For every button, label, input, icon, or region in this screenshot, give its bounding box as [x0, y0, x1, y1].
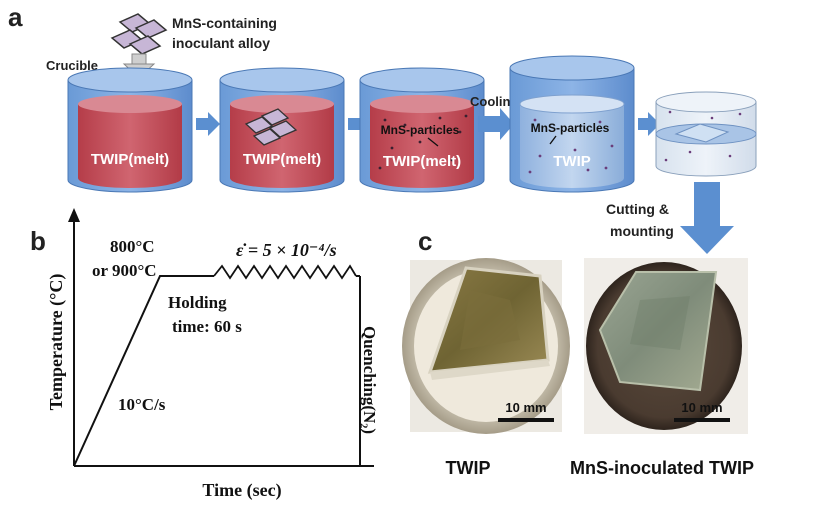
holding-label-line2: time: 60 s [172, 317, 242, 336]
cutting-arrow-icon [680, 182, 734, 254]
inoculant-label-line2: inoculant alloy [172, 35, 270, 51]
crucible-4 [509, 55, 635, 193]
scale-label-1: 10 mm [505, 400, 546, 415]
crucible-3 [359, 67, 485, 193]
scale-bar-1 [498, 418, 554, 422]
mns-inoculated-sample-photo [584, 258, 748, 434]
temperature-label-line1: 800°C [110, 237, 155, 256]
scale-bar-2 [674, 418, 730, 422]
heating-rate-label: 10°C/s [118, 395, 166, 414]
process-arrow-5-icon [638, 112, 660, 136]
panel-a-label: a [8, 2, 23, 32]
melt-label-3: TWIP(melt) [383, 153, 461, 170]
caption-mns-inoculated-twip: MnS-inoculated TWIP [570, 458, 754, 478]
crucible-1 [67, 67, 193, 193]
crucible-2 [219, 67, 345, 193]
heat-treatment-plot [68, 208, 374, 467]
inoculant-label-line1: MnS-containing [172, 15, 277, 31]
twip-sample-photo [402, 258, 570, 434]
solid-label: TWIP [553, 153, 591, 170]
crucible-label: Crucible [46, 58, 98, 73]
cutting-label-line2: mounting [610, 223, 674, 239]
cooling-label: Cooling [470, 94, 518, 109]
inoculant-flakes-icon [110, 13, 168, 55]
panel-b-label: b [30, 226, 46, 256]
quenching-label: Quenching(N₂) [360, 326, 379, 434]
inoculant-in-melt-icon [244, 108, 298, 146]
melt-label-2: TWIP(melt) [243, 151, 321, 168]
x-axis-label: Time (sec) [202, 480, 281, 501]
process-arrow-1-icon [196, 112, 220, 136]
caption-twip: TWIP [446, 458, 491, 478]
y-axis-label: Temperature (°C) [46, 274, 67, 411]
melt-label-1: TWIP(melt) [91, 151, 169, 168]
cooling-arrow-icon [478, 108, 514, 140]
holding-label-line1: Holding [168, 293, 227, 312]
scale-label-2: 10 mm [681, 400, 722, 415]
cut-cylinder [655, 91, 757, 177]
particles-label-2: MnS-particles [531, 121, 610, 135]
particles-pointer-1 [427, 137, 439, 147]
particles-pointer-2 [549, 135, 557, 145]
panel-c-label: c [418, 226, 432, 256]
particles-label-1: MnS-particles [381, 123, 460, 137]
strain-rate-label: ε̇ = 5 × 10⁻⁴/s [236, 240, 337, 260]
cutting-label-line1: Cutting & [606, 201, 669, 217]
temperature-label-line2: or 900°C [92, 261, 157, 280]
